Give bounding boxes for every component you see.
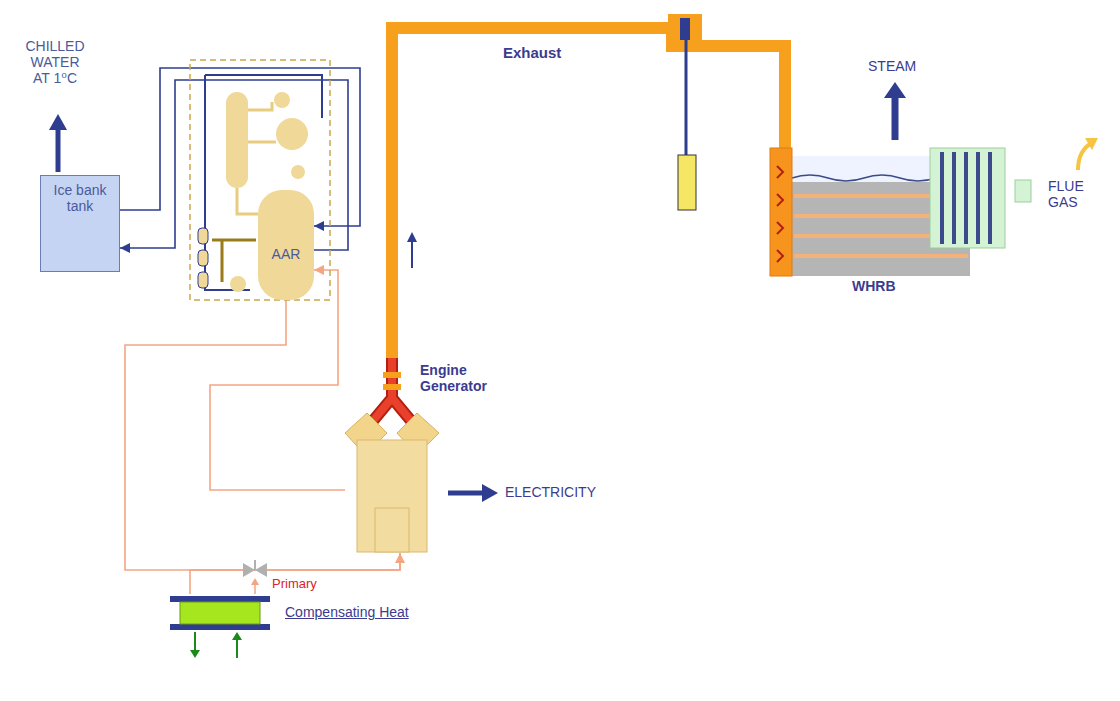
node-label: WHRB [852,278,1097,294]
steam-arrow-part [884,82,906,98]
node-label: AAR [258,246,314,262]
waste-heat-boiler-shape-part [952,152,956,244]
pipe-connector [210,270,345,490]
engine-generator-shape-part [367,358,417,428]
waste-heat-boiler-shape-part [988,152,992,244]
exhaust-flow-arrow-part [411,240,413,268]
heat-inlet-arrow-part [254,584,256,594]
absorption-chiller-part [274,92,290,108]
electricity-arrow-part [448,491,484,496]
heat-exchanger-shape-part [170,624,270,630]
waste-heat-boiler-shape-part [777,166,783,178]
heat-inlet-arrow [251,578,259,594]
absorption-vessel-shape [258,190,314,300]
waste-heat-boiler-shape-part [777,194,783,206]
steam-arrow-part [892,96,899,140]
absorption-chiller [190,60,330,300]
waste-heat-boiler: WHRB [770,148,1015,300]
engine-generator-shape-part [367,358,417,428]
absorption-chiller-part [198,272,208,288]
flue-gas-arrow-part [1085,138,1098,150]
absorption-chiller-part [276,118,308,150]
waste-heat-boiler-shape-part [930,148,1005,248]
waste-heat-boiler-shape-part [777,222,783,234]
valve-label: Primary [272,577,317,592]
three-way-valve [243,560,267,577]
exhaust-separator-part [685,40,688,158]
node-label: Compensating Heat [285,604,565,620]
chilled-water-arrow-part [49,114,67,130]
chilled-water-arrow [49,114,67,172]
waste-heat-boiler-shape-part [794,254,968,258]
heat-exchanger: Compensating Heat [165,594,445,664]
flow-label: STEAM [868,58,916,74]
exhaust-separator-part [668,14,702,40]
heat-exchanger-shape-part [170,596,270,602]
tank-box: Ice bank tank [40,175,120,272]
exhaust-flow-arrow [407,232,417,268]
absorption-chiller-part [190,60,330,300]
absorption-vessel-shape-part [258,190,314,300]
exhaust-pipe [392,28,785,358]
waste-heat-boiler-shape-part [770,148,792,276]
absorption-vessel: AAR [258,190,314,300]
output-label: ELECTRICITY [505,484,596,500]
heat-exchanger-shape-part [180,602,260,624]
heat-exchanger-shape-part [236,640,238,658]
waste-heat-boiler-shape [770,148,1015,300]
node-label: Engine Generator [420,362,505,394]
edge-label: Exhaust [500,44,564,61]
engine-generator: Engine Generator [345,358,505,558]
absorption-chiller-part [198,228,208,244]
pipe-connector [120,68,360,226]
flow-label: FLUE GAS [1048,178,1108,210]
electricity-arrow [448,484,498,502]
node-label: Ice bank tank [45,182,115,214]
flue-gas-arrow-part [1078,144,1090,170]
three-way-valve-part [254,560,256,570]
absorption-chiller-part [230,276,246,292]
exhaust-flow-arrow-part [407,232,417,242]
heat-exchanger-shape-part [232,632,242,640]
exhaust-separator [668,14,702,210]
exhaust-separator-part [680,18,690,40]
flow-label: CHILLED WATER AT 1⁰C [22,38,88,86]
heat-inlet-arrow-part [251,578,259,585]
steam-arrow [884,82,906,140]
absorption-chiller-part [291,165,305,179]
waste-heat-boiler-shape-part [976,152,980,244]
engine-generator-shape-part [383,372,401,378]
pipe-connector [190,553,400,594]
engine-generator-shape-part [375,508,409,552]
exhaust-separator-part [678,155,696,210]
waste-heat-boiler-shape-part [777,250,783,262]
heat-exchanger-shape-part [194,632,196,652]
engine-generator-shape-part [357,440,427,552]
waste-heat-boiler-shape-part [964,152,968,244]
three-way-valve-part [243,563,255,577]
waste-heat-boiler-shape-part [940,152,944,244]
engine-generator-shape-part [383,384,401,390]
electricity-arrow-part [482,484,498,502]
absorption-chiller-part [198,250,208,266]
chilled-water-arrow-part [56,128,61,172]
absorption-chiller-part [212,240,256,282]
flue-gas-arrow-part [1015,180,1031,202]
three-way-valve-part [255,563,267,577]
absorption-chiller-part [226,92,248,188]
heat-exchanger-shape-part [190,650,200,658]
